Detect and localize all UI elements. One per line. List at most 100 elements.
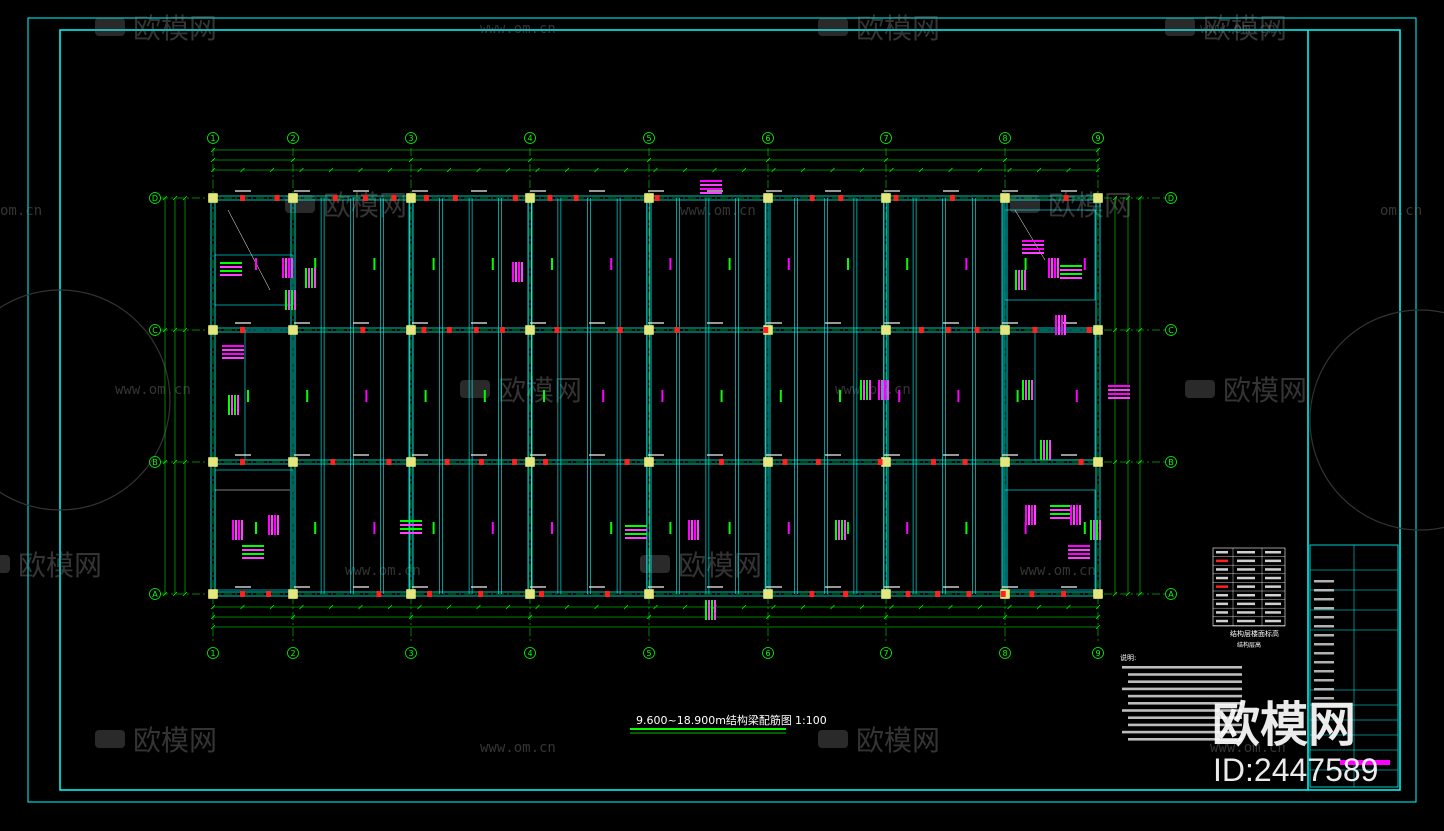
- dim-tick: [476, 167, 481, 173]
- title-block: [1309, 544, 1399, 788]
- support-tag-mark: [930, 459, 936, 465]
- watermark-brand-10: 欧模网: [18, 549, 102, 582]
- rebar-tag-cluster: [1064, 315, 1066, 335]
- support-tag-mark: [763, 327, 769, 333]
- support-tag-mark: [1063, 195, 1069, 201]
- dim-tick: [387, 167, 393, 173]
- beam-rebar-label: [728, 522, 731, 534]
- beam-rebar-label: [787, 258, 790, 270]
- watermark-brand-3: 欧模网: [498, 374, 582, 407]
- elevation-table-cell-mark: [1216, 611, 1228, 614]
- beam-rebar-label: [314, 258, 317, 270]
- watermark-arc: [1309, 309, 1444, 531]
- rebar-tag-cluster: [711, 600, 713, 620]
- structural-column: [881, 589, 891, 599]
- rebar-tag-cluster: [400, 524, 422, 526]
- dim-tick: [1036, 167, 1042, 173]
- notes-text-line: [1122, 666, 1242, 669]
- beam-rebar-label: [898, 390, 901, 402]
- rebar-tag-cluster: [291, 258, 293, 278]
- structural-column: [763, 589, 773, 599]
- support-tag-mark: [573, 195, 579, 201]
- rebar-tag-cluster: [285, 258, 287, 278]
- grid-label-col: 5: [646, 649, 651, 658]
- grid-bubble-row: [1165, 192, 1177, 204]
- grid-bubble-row: [1165, 456, 1177, 468]
- beam-span-label: [530, 454, 546, 456]
- dim-tick: [1095, 167, 1101, 173]
- watermark-logo-icon: [818, 730, 848, 748]
- dim-tick: [1137, 459, 1143, 465]
- dim-tick: [162, 195, 168, 201]
- rebar-tag-cluster: [694, 520, 696, 540]
- beam-rebar-label: [669, 522, 672, 534]
- support-tag-mark: [240, 591, 245, 597]
- rebar-tag-cluster: [1061, 315, 1063, 335]
- grid-label-col: 9: [1095, 649, 1100, 658]
- structural-column: [208, 325, 218, 335]
- support-tag-mark: [512, 195, 518, 201]
- beam-rebar-label: [491, 522, 494, 534]
- rebar-tag-cluster: [277, 515, 279, 535]
- rebar-tag-cluster: [1099, 520, 1101, 540]
- dim-tick: [948, 604, 953, 610]
- dim-tick: [1112, 327, 1118, 333]
- dim-tick: [210, 157, 216, 163]
- rebar-tag-cluster: [1058, 315, 1060, 335]
- support-tag-mark: [843, 591, 849, 597]
- rebar-tag-cluster: [1022, 248, 1044, 250]
- support-tag-mark: [554, 327, 560, 333]
- rebar-tag-cluster: [1048, 258, 1050, 278]
- support-tag-mark: [674, 327, 680, 333]
- elevation-table-cell-mark: [1216, 551, 1228, 554]
- rebar-tag-cluster: [625, 525, 647, 527]
- beam-span-label: [412, 454, 428, 456]
- grid-bubble-col: [207, 647, 219, 659]
- rebar-tag-cluster: [1050, 505, 1072, 507]
- elevation-table-cell-mark: [1216, 559, 1228, 563]
- watermark-url-7: www.om.cn: [1020, 563, 1096, 579]
- drawing-title-group: 9.600~18.900m结构梁配筋图 1:100: [630, 713, 827, 734]
- beam-span-label: [648, 190, 664, 192]
- title-block-text: [1314, 661, 1334, 664]
- stair-core-outline: [1004, 209, 1096, 301]
- grid-bubble-col: [880, 647, 892, 659]
- dim-tick: [1125, 195, 1131, 201]
- grid-label-col: 8: [1002, 649, 1007, 658]
- beam-rebar-label: [1016, 390, 1019, 402]
- rebar-tag-cluster: [705, 600, 707, 620]
- dim-tick: [653, 604, 658, 610]
- structural-column: [406, 193, 416, 203]
- dim-tick: [172, 459, 178, 465]
- elevation-table-cell-mark: [1237, 594, 1255, 597]
- dim-tick: [1066, 167, 1071, 173]
- dim-tick: [505, 167, 511, 173]
- dim-tick: [1002, 157, 1008, 163]
- support-tag-mark: [386, 459, 392, 465]
- support-tag-mark: [478, 459, 484, 465]
- dim-tick: [182, 591, 188, 597]
- watermark-brand-5: 欧模网: [133, 724, 217, 757]
- rebar-tag-cluster: [220, 266, 242, 268]
- dim-tick: [172, 591, 178, 597]
- beam-span-label: [353, 190, 369, 192]
- rebar-tag-cluster: [1070, 505, 1072, 525]
- dim-tick: [527, 614, 533, 620]
- support-tag-mark: [905, 591, 911, 597]
- beam-span-label: [707, 322, 723, 324]
- beam-span-label: [235, 586, 251, 588]
- support-tag-mark: [330, 459, 336, 465]
- rebar-tag-cluster: [1060, 273, 1082, 275]
- grid-label-row: A: [1168, 590, 1174, 599]
- dim-tick: [918, 604, 924, 610]
- column-layout: [208, 193, 1103, 599]
- rebar-tag-cluster: [1096, 520, 1098, 540]
- beam-span-label: [1002, 586, 1018, 588]
- beam-span-label: [884, 322, 900, 324]
- dim-tick: [172, 327, 178, 333]
- beam-span-label: [825, 322, 841, 324]
- grid-bubble-row: [149, 324, 161, 336]
- beam-span-label: [235, 190, 251, 192]
- dim-tick: [358, 167, 363, 173]
- support-tag-mark: [543, 459, 549, 465]
